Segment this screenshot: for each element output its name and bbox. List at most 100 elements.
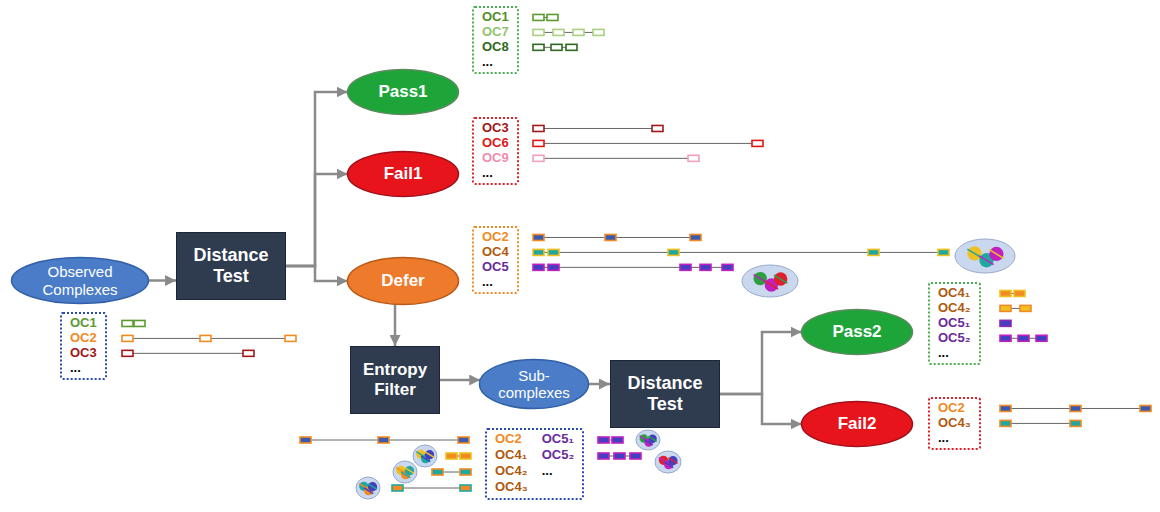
- complex-id: OC8: [482, 40, 509, 55]
- subunit-box: [1000, 320, 1011, 326]
- subunit-box: [1000, 405, 1011, 411]
- complex-glyph: [122, 335, 296, 341]
- protein-strand: [774, 275, 787, 283]
- subunit-box: [1014, 290, 1025, 296]
- subunit-box: [593, 29, 604, 35]
- complex-glyph: [432, 469, 471, 475]
- protein-blob: [989, 247, 1003, 261]
- subunit-box: [1140, 405, 1151, 411]
- fail-ellipse: Fail2: [800, 400, 914, 448]
- complex-glyph: [533, 140, 763, 146]
- complex-glyph: [446, 453, 471, 459]
- subunit-box: [573, 29, 584, 35]
- subunit-box: [533, 29, 544, 35]
- subunit-box: [1000, 420, 1011, 426]
- flow-arrow: [394, 304, 397, 346]
- node-label: Pass2: [832, 322, 881, 342]
- complex-id: OC2: [482, 230, 509, 245]
- complex-glyph: [122, 350, 254, 356]
- complex-glyph: [1000, 405, 1151, 411]
- subunit-box: [378, 437, 389, 443]
- node-label: Fail1: [384, 164, 423, 184]
- molecule-icon: [955, 239, 1015, 273]
- complex-glyph: [1000, 335, 1047, 341]
- pass-ellipse: Pass1: [346, 68, 460, 116]
- complex-glyph: [598, 437, 623, 443]
- subunit-box: [605, 234, 616, 240]
- subunit-box: [598, 437, 609, 443]
- linker-line: [127, 353, 248, 354]
- complex-id: OC5₂: [938, 331, 971, 346]
- molecule-halo: [742, 265, 798, 297]
- flow-arrow: [286, 92, 348, 266]
- subunit-box: [1000, 305, 1011, 311]
- subunit-box: [652, 125, 663, 131]
- complex-glyph: [533, 125, 663, 131]
- complex-id: ...: [938, 346, 971, 361]
- flow-arrow: [286, 174, 348, 266]
- subunit-box: [752, 140, 763, 146]
- linker-line: [538, 32, 598, 33]
- complex-id: ...: [482, 275, 509, 290]
- protein-strand: [668, 458, 677, 464]
- pass-ellipse: Pass2: [800, 308, 914, 356]
- complex-list: OC1OC2OC3...: [60, 312, 107, 380]
- flow-arrow: [720, 332, 802, 394]
- subunit-box: [460, 453, 471, 459]
- subunit-box: [446, 453, 457, 459]
- subunit-box: [1000, 335, 1011, 341]
- complex-glyph: [1000, 420, 1081, 426]
- subunit-box: [566, 44, 577, 50]
- complex-glyph: [533, 14, 558, 20]
- protein-strand: [368, 484, 377, 490]
- ellipse-shape: [348, 258, 459, 305]
- complex-glyph: [1000, 305, 1031, 311]
- subunit-box: [392, 485, 403, 491]
- complex-glyph: [533, 155, 699, 161]
- protein-blob: [425, 450, 434, 459]
- protein-blob: [774, 272, 787, 285]
- subunit-box: [690, 234, 701, 240]
- ellipse-shape: [802, 402, 913, 447]
- complex-id: OC4₂: [495, 464, 528, 480]
- protein-blob: [967, 246, 981, 260]
- defer-ellipse: Defer: [346, 256, 460, 306]
- flow-arrow: [149, 279, 177, 282]
- subunit-box: [300, 437, 311, 443]
- subunit-box: [1000, 290, 1011, 296]
- subunit-box: [668, 249, 679, 255]
- complex-id: OC5₁: [938, 316, 971, 331]
- complex-id: OC5₂: [542, 448, 575, 464]
- subunit-box: [688, 155, 699, 161]
- complex-id: OC2: [70, 331, 97, 346]
- subunit-box: [612, 437, 623, 443]
- subunit-box: [1018, 335, 1029, 341]
- complex-id: ...: [938, 431, 971, 446]
- complex-list: OC2OC4OC5...: [472, 226, 519, 294]
- node-label: Sub-complexes: [494, 367, 574, 402]
- subunit-box: [614, 453, 625, 459]
- subunit-box: [458, 437, 469, 443]
- molecule-icon: [413, 445, 437, 467]
- complex-glyph: [533, 264, 733, 270]
- molecule-halo: [955, 239, 1015, 273]
- subunit-box: [553, 29, 564, 35]
- ellipse-shape: [480, 360, 589, 409]
- node-label: Fail2: [838, 414, 877, 434]
- protein-blob: [405, 466, 414, 475]
- subunit-box: [548, 249, 559, 255]
- subunit-box: [1020, 305, 1031, 311]
- subunit-box: [122, 335, 133, 341]
- complex-glyph: [533, 29, 604, 35]
- subunit-box: [533, 264, 544, 270]
- subunit-box: [533, 14, 544, 20]
- subunit-box: [1070, 420, 1081, 426]
- subunit-box: [722, 264, 733, 270]
- linker-line: [397, 488, 465, 489]
- subunit-box: [122, 320, 133, 326]
- flow-arrow: [440, 379, 480, 382]
- molecule-halo: [393, 461, 417, 483]
- complex-list: OC4₁OC4₂OC5₁OC5₂...: [928, 282, 981, 365]
- complex-id: OC5₁: [542, 432, 575, 448]
